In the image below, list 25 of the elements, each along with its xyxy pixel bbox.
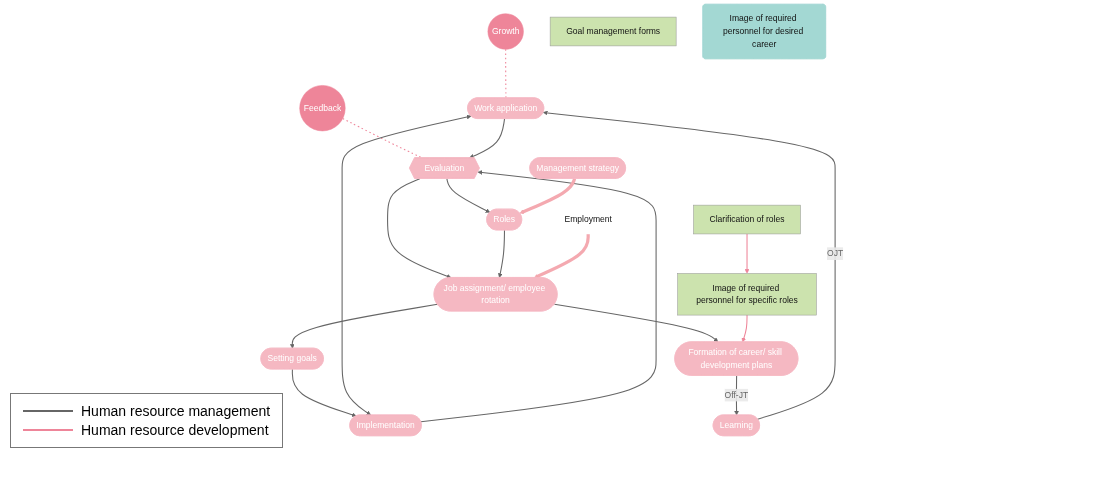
node-box: Goal management forms	[549, 16, 677, 47]
legend-text: Human resource management	[81, 403, 271, 419]
arrow	[543, 110, 836, 420]
edge-label: OJT	[827, 248, 844, 258]
node-text: Employment	[564, 214, 612, 224]
arrow	[553, 303, 719, 343]
arrow	[446, 178, 491, 213]
legend-text: Human resource development	[81, 422, 269, 438]
arrow	[534, 233, 590, 279]
arrow	[744, 233, 750, 274]
arrow	[497, 229, 505, 278]
arrow	[291, 368, 357, 417]
arrow	[469, 118, 506, 159]
node-circle: Feedback	[299, 85, 346, 132]
node-circle: Growth	[487, 13, 524, 50]
node-box: Image of required personnel for specific roles	[677, 273, 817, 316]
arrow	[387, 178, 452, 279]
edge-label: Off-JT	[724, 390, 749, 400]
arrow	[341, 114, 472, 416]
arrow	[519, 178, 577, 214]
node-box: Clarification of roles	[693, 204, 801, 235]
arrow	[420, 170, 657, 423]
arrow	[290, 303, 438, 349]
arrow	[734, 375, 739, 416]
arrow	[741, 314, 748, 343]
